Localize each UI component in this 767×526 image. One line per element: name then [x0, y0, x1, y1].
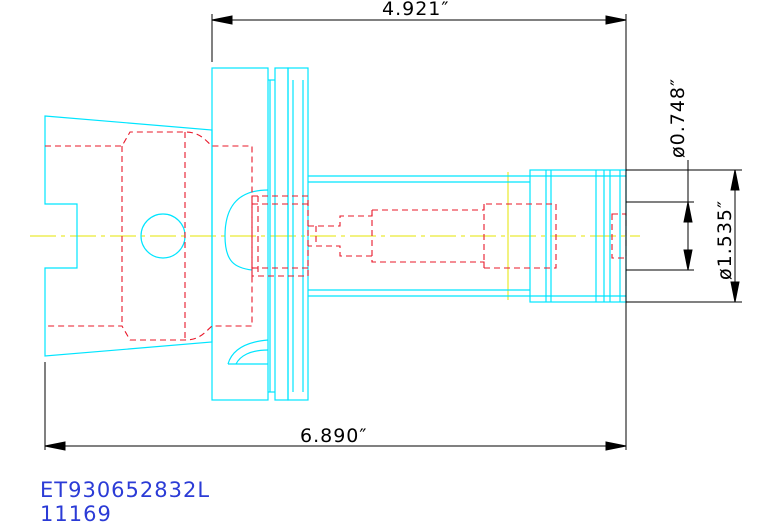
part-number: ET930652832L	[40, 478, 211, 502]
dimension-top-length: 4.921″	[382, 0, 450, 20]
hidden-lines	[45, 131, 627, 341]
part-code: 11169	[40, 502, 112, 526]
tool-outline	[44, 67, 627, 401]
dimension-large-diameter: ø1.535″	[714, 200, 736, 280]
dimension-lines	[44, 14, 742, 451]
dimension-bottom-length: 6.890″	[300, 425, 368, 447]
centerline	[30, 172, 640, 300]
dimension-small-diameter: ø0.748″	[667, 78, 689, 158]
